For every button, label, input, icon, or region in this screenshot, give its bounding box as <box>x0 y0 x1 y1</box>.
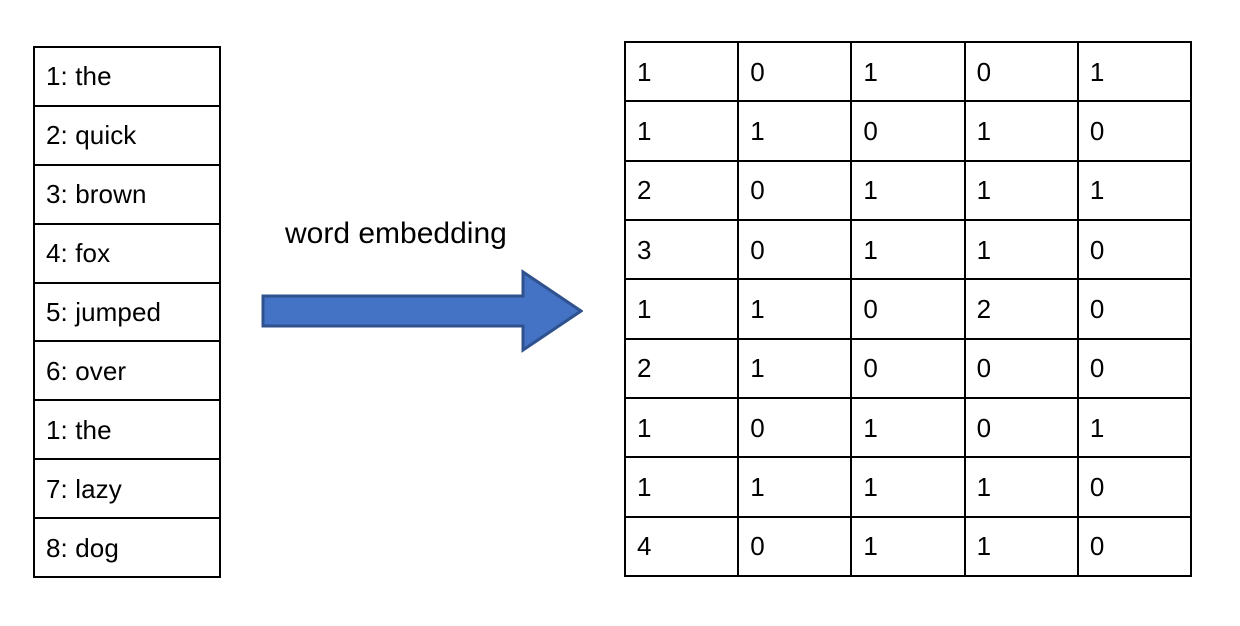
matrix-cell: 1 <box>966 458 1079 516</box>
matrix-cell: 1 <box>966 102 1079 160</box>
matrix-cell: 0 <box>852 339 966 397</box>
matrix-cell: 1 <box>966 517 1079 575</box>
word-list-row: 7: lazy <box>35 460 219 520</box>
matrix-cell: 1 <box>852 458 966 516</box>
matrix-cell: 0 <box>852 280 966 338</box>
matrix-row: 1 1 0 2 0 <box>626 280 1190 340</box>
matrix-cell: 1 <box>739 339 853 397</box>
matrix-cell: 1 <box>739 102 853 160</box>
word-list-item-label: 4: fox <box>46 238 111 269</box>
word-list-row: 4: fox <box>35 225 219 284</box>
matrix-cell: 0 <box>1089 531 1105 562</box>
word-list-item-label: 1: the <box>46 61 112 92</box>
word-list-row: 5: jumped <box>35 284 219 343</box>
word-list-item-label: 6: over <box>46 355 127 386</box>
matrix-row: 1 0 1 0 1 <box>626 43 1190 103</box>
matrix-cell: 0 <box>1089 234 1105 265</box>
matrix-cell: 0 <box>739 43 853 101</box>
matrix-cell: 1 <box>626 458 740 516</box>
matrix-cell: 0 <box>966 339 1079 397</box>
word-list-item-label: 3: brown <box>46 179 147 210</box>
matrix-row: 1 1 1 1 0 <box>626 458 1190 518</box>
right-arrow-icon <box>261 269 583 353</box>
matrix-cell: 2 <box>966 280 1079 338</box>
matrix-cell: 1 <box>966 220 1079 279</box>
matrix-row: 3 0 1 1 0 <box>626 220 1190 281</box>
matrix-cell: 1 <box>626 43 740 101</box>
matrix-cell: 4 <box>626 517 740 575</box>
word-list-row: 3: brown <box>35 166 219 225</box>
matrix-row: 4 0 1 1 0 <box>626 517 1190 575</box>
matrix-cell: 1 <box>966 161 1079 219</box>
word-list-item-label: 1: the <box>46 414 112 445</box>
word-list-item-label: 2: quick <box>46 120 137 151</box>
matrix-cell: 1 <box>1089 412 1105 443</box>
matrix-cell: 0 <box>739 220 853 279</box>
matrix-cell: 1 <box>852 517 966 575</box>
word-list-item-label: 5: jumped <box>46 297 162 327</box>
matrix-cell: 1 <box>739 458 853 516</box>
matrix-cell: 1 <box>626 398 740 457</box>
matrix-cell: 3 <box>626 220 740 279</box>
matrix-row: 1 1 0 1 0 <box>626 102 1190 162</box>
matrix-cell: 1 <box>1089 175 1105 206</box>
word-embedding-label: word embedding <box>285 217 507 250</box>
word-list-table: 1: the 2: quick 3: brown 4: fox 5: jumpe… <box>33 46 221 578</box>
matrix-cell: 0 <box>739 161 853 219</box>
word-list-row: 1: the <box>35 48 219 107</box>
embedding-matrix-table: 1 0 1 0 1 1 1 0 1 0 2 0 1 1 1 3 0 1 1 0 … <box>624 41 1192 577</box>
matrix-cell: 2 <box>626 339 740 397</box>
matrix-cell: 0 <box>1089 115 1105 146</box>
word-list-row: 6: over <box>35 342 219 402</box>
matrix-cell: 1 <box>852 398 966 457</box>
matrix-cell: 0 <box>739 398 853 457</box>
word-list-row: 8: dog <box>35 519 219 576</box>
word-list-row: 2: quick <box>35 107 219 166</box>
matrix-cell: 0 <box>1089 471 1105 502</box>
matrix-cell: 0 <box>1089 293 1105 324</box>
matrix-row: 1 0 1 0 1 <box>626 398 1190 459</box>
word-list-item-label: 8: dog <box>46 532 119 563</box>
matrix-cell: 0 <box>739 517 853 575</box>
matrix-cell: 0 <box>1089 353 1105 384</box>
matrix-cell: 1 <box>852 43 966 101</box>
matrix-cell: 1 <box>852 161 966 219</box>
matrix-cell: 0 <box>852 102 966 160</box>
matrix-row: 2 0 1 1 1 <box>626 161 1190 221</box>
matrix-cell: 0 <box>966 398 1079 457</box>
matrix-cell: 1 <box>739 280 853 338</box>
matrix-row: 2 1 0 0 0 <box>626 339 1190 399</box>
matrix-cell: 2 <box>626 161 740 219</box>
word-list-item-label: 7: lazy <box>46 473 122 504</box>
matrix-cell: 1 <box>852 220 966 279</box>
matrix-cell: 1 <box>626 280 740 338</box>
word-list-row: 1: the <box>35 401 219 461</box>
matrix-cell: 0 <box>966 43 1079 101</box>
matrix-cell: 1 <box>626 102 740 160</box>
matrix-cell: 1 <box>1089 56 1105 87</box>
